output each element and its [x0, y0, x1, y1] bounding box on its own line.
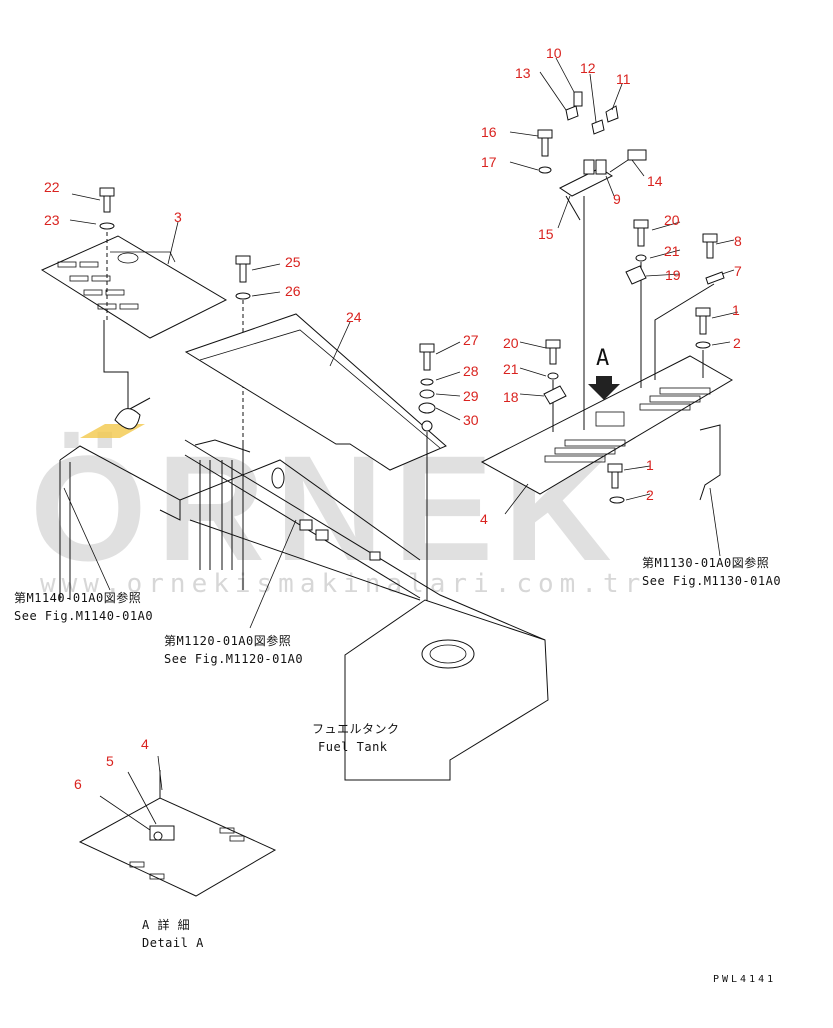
arrow-a-icon — [588, 376, 620, 400]
clip-18 — [543, 385, 567, 405]
latch-assembly — [559, 91, 647, 221]
callout-6: 6 — [74, 776, 82, 792]
bolt-1-bottom — [607, 463, 625, 504]
callout-17: 17 — [481, 154, 497, 170]
callout-20: 20 — [664, 212, 680, 228]
callout-12: 12 — [580, 60, 596, 76]
callout-14: 14 — [647, 173, 663, 189]
fuel-tank-label-en: Fuel Tank — [318, 740, 388, 754]
ref-m1140-en: See Fig.M1140-01A0 — [14, 609, 153, 623]
callout-24: 24 — [346, 309, 362, 325]
bolt-22 — [99, 187, 115, 230]
callout-21: 21 — [503, 361, 519, 377]
plate-3 — [40, 235, 228, 339]
callout-4: 4 — [141, 736, 149, 752]
callout-26: 26 — [285, 283, 301, 299]
callout-5: 5 — [106, 753, 114, 769]
bracket-7 — [705, 271, 725, 285]
watermark-url: www.ornekismakinalari.com.tr — [40, 569, 646, 599]
bolt-25 — [235, 255, 251, 300]
detail-a-drawing — [78, 770, 277, 897]
callout-25: 25 — [285, 254, 301, 270]
callout-8: 8 — [734, 233, 742, 249]
callout-9: 9 — [613, 191, 621, 207]
drawing-code: PWL4141 — [713, 974, 776, 985]
clip-19 — [625, 265, 647, 285]
ref-m1130-en: See Fig.M1130-01A0 — [642, 574, 781, 588]
leader-lines — [63, 57, 739, 831]
callout-29: 29 — [463, 388, 479, 404]
panel-24 — [184, 313, 447, 471]
callout-27: 27 — [463, 332, 479, 348]
callout-15: 15 — [538, 226, 554, 242]
callout-20: 20 — [503, 335, 519, 351]
main-frame — [179, 439, 546, 641]
figure-references: 第M1140-01A0図参照 See Fig.M1140-01A0 第M1120… — [14, 555, 781, 666]
callout-16: 16 — [481, 124, 497, 140]
callout-22: 22 — [44, 179, 60, 195]
callout-4: 4 — [480, 511, 488, 527]
view-marker-a: A — [596, 346, 610, 371]
bolt-20-mid — [545, 339, 561, 380]
ref-m1130-jp: 第M1130-01A0図参照 — [642, 555, 769, 570]
fuel-tank — [344, 599, 549, 781]
detail-a-label-en: Detail A — [142, 936, 204, 950]
bolt-16 — [537, 129, 553, 174]
bolt-8 — [702, 233, 718, 259]
bolt-20-top — [633, 219, 649, 262]
panel-4 — [480, 355, 733, 501]
fuel-tank-label-jp: フュエルタンク — [312, 722, 400, 736]
callout-21: 21 — [664, 243, 680, 259]
callout-2: 2 — [733, 335, 741, 351]
ref-m1140-jp: 第M1140-01A0図参照 — [14, 590, 141, 605]
callout-7: 7 — [734, 263, 742, 279]
callout-28: 28 — [463, 363, 479, 379]
bolt-1-top — [695, 307, 711, 349]
callout-23: 23 — [44, 212, 60, 228]
callout-3: 3 — [174, 209, 182, 225]
callout-13: 13 — [515, 65, 531, 81]
callout-1: 1 — [732, 302, 740, 318]
ref-m1120-en: See Fig.M1120-01A0 — [164, 652, 303, 666]
detail-a-label-jp: A 詳 細 — [142, 917, 190, 932]
ref-m1120-jp: 第M1120-01A0図参照 — [164, 633, 291, 648]
callout-18: 18 — [503, 389, 519, 405]
callout-30: 30 — [463, 412, 479, 428]
callout-1: 1 — [646, 457, 654, 473]
callout-19: 19 — [665, 267, 681, 283]
bolt-27 — [418, 343, 436, 432]
callout-11: 11 — [616, 71, 631, 87]
callout-2: 2 — [646, 487, 654, 503]
callout-10: 10 — [546, 45, 562, 61]
callouts: 1 1 2 2 3 4 4 5 6 7 8 9 10 11 12 13 14 1… — [44, 45, 742, 792]
left-frame — [59, 397, 181, 600]
